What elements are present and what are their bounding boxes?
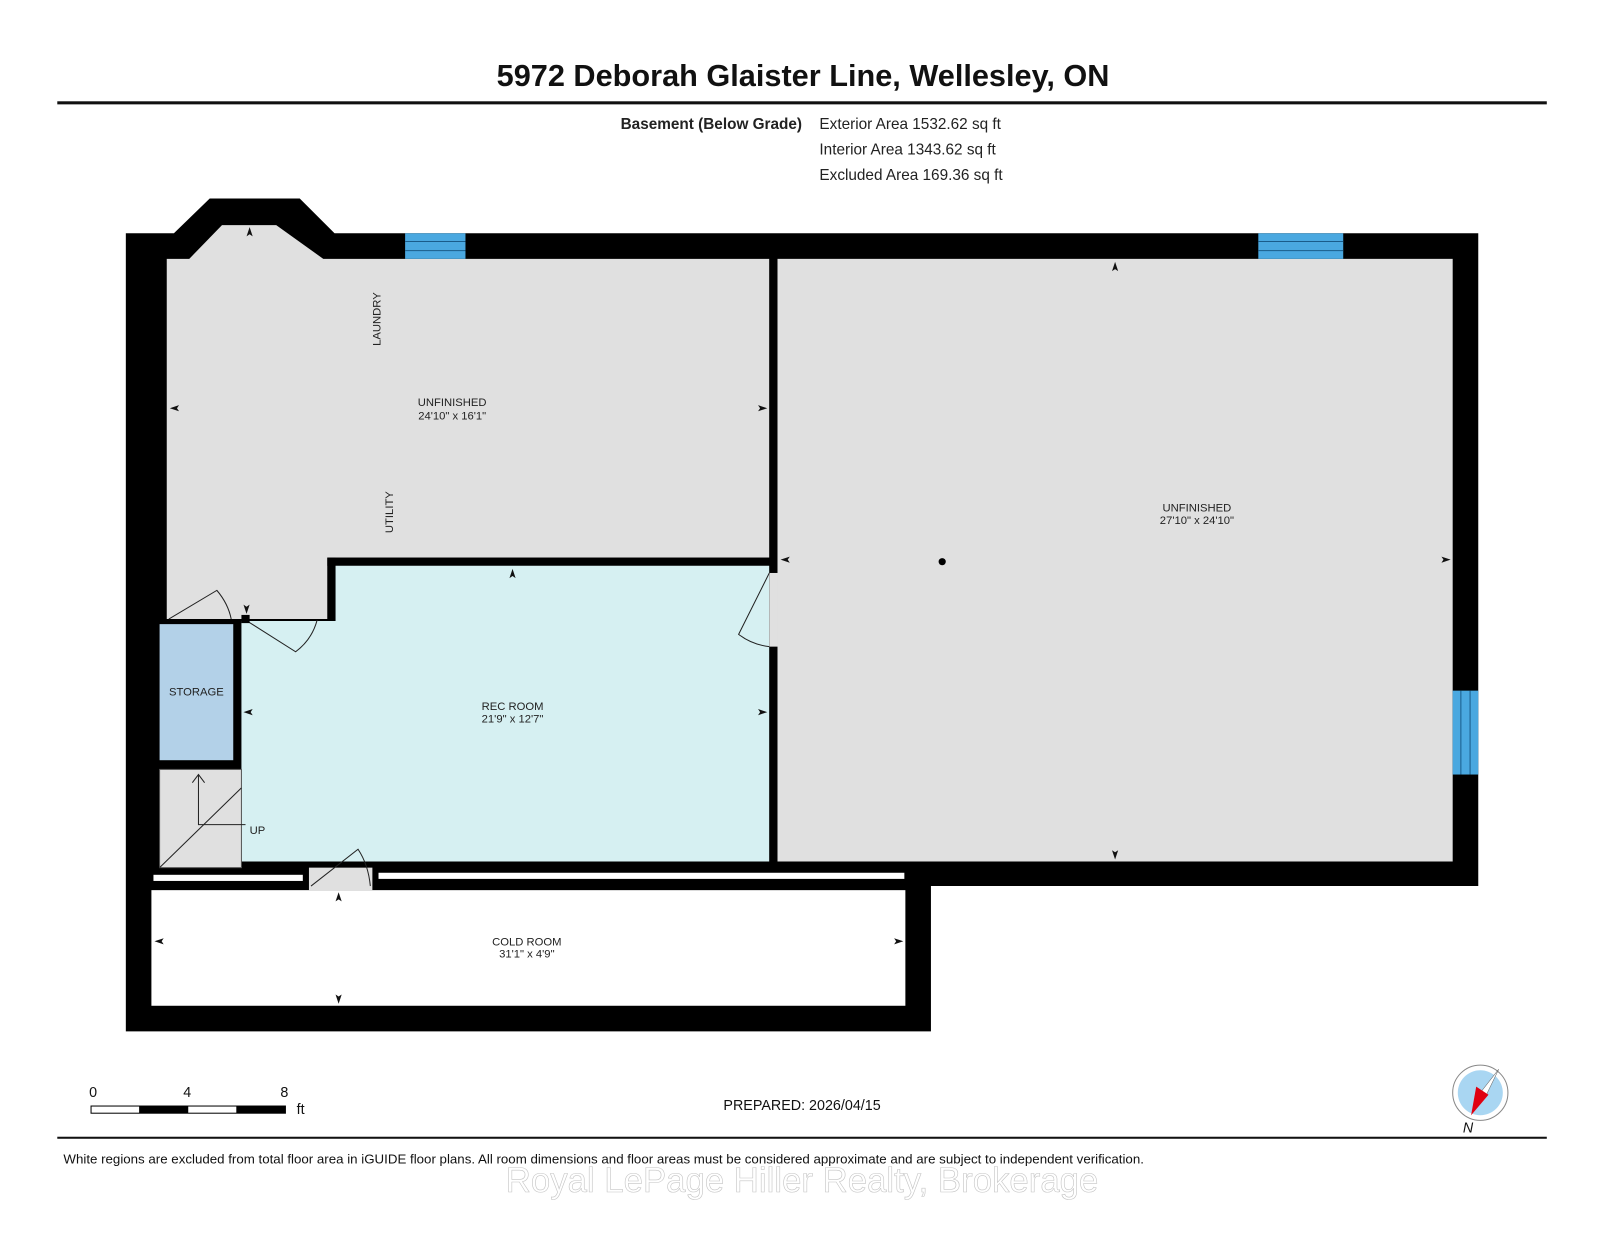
interior-area: Interior Area 1343.62 sq ft — [819, 141, 996, 158]
watermark: Royal LePage Hiller Realty, Brokerage — [506, 1162, 1099, 1200]
door-post — [241, 614, 250, 624]
room-unfinished-right — [777, 258, 1453, 862]
room-name: COLD ROOM — [492, 936, 561, 948]
window — [1258, 233, 1344, 259]
cold-room-door-opening — [308, 867, 373, 891]
stairs-label: UP — [250, 825, 266, 837]
room-dims: 21'9" x 12'7" — [482, 713, 544, 725]
stairs-arrow-icon — [191, 773, 246, 826]
room-unfinished-left — [166, 225, 770, 620]
room-name: UNFINISHED — [1163, 503, 1232, 515]
disclaimer: White regions are excluded from total fl… — [63, 1151, 1144, 1166]
wall-strip — [153, 874, 303, 881]
dimension-arrows — [154, 227, 1451, 1004]
room-name-utility: UTILITY — [384, 491, 396, 533]
compass-north-label: N — [1463, 1121, 1474, 1137]
scale-bar: 0 4 8 ft — [89, 1085, 305, 1118]
scale-tick: 8 — [280, 1085, 288, 1101]
room-name-storage: STORAGE — [169, 687, 224, 699]
rec-room-top-wall — [327, 557, 778, 566]
room-dims: 27'10" x 24'10" — [1160, 515, 1234, 527]
room-dims: 24'10" x 16'1" — [418, 410, 486, 422]
scale-tick: 4 — [183, 1085, 191, 1101]
footer-divider — [57, 1136, 1547, 1139]
prepared-date: PREPARED: 2026/04/15 — [723, 1098, 880, 1114]
scale-unit: ft — [297, 1102, 305, 1118]
room-name-laundry: LAUNDRY — [372, 292, 384, 346]
room-storage — [159, 624, 234, 761]
room-rec-room — [241, 565, 770, 862]
header-divider — [57, 101, 1547, 105]
door-opening — [769, 572, 778, 647]
center-marker — [938, 558, 946, 566]
rec-room-side-wall — [327, 557, 336, 622]
center-wall — [769, 258, 778, 868]
exterior-area: Exterior Area 1532.62 sq ft — [819, 116, 1001, 133]
wall-strip — [378, 872, 905, 879]
excluded-area: Excluded Area 169.36 sq ft — [819, 167, 1003, 184]
floor-level-label: Basement (Below Grade) — [621, 116, 802, 133]
window — [405, 233, 466, 259]
page-title: 5972 Deborah Glaister Line, Wellesley, O… — [497, 58, 1110, 93]
scale-tick: 0 — [89, 1085, 97, 1101]
stairs-diagonal — [159, 787, 242, 869]
storage-wall — [233, 619, 242, 773]
room-name: REC ROOM — [482, 701, 544, 713]
door-swings — [168, 572, 770, 887]
room-dims: 31'1" x 4'9" — [499, 949, 554, 961]
compass-icon: N — [1452, 1064, 1509, 1137]
stairs — [159, 768, 242, 869]
window — [1452, 690, 1479, 775]
room-name: UNFINISHED — [418, 397, 487, 409]
room-cold-room — [151, 890, 906, 1006]
